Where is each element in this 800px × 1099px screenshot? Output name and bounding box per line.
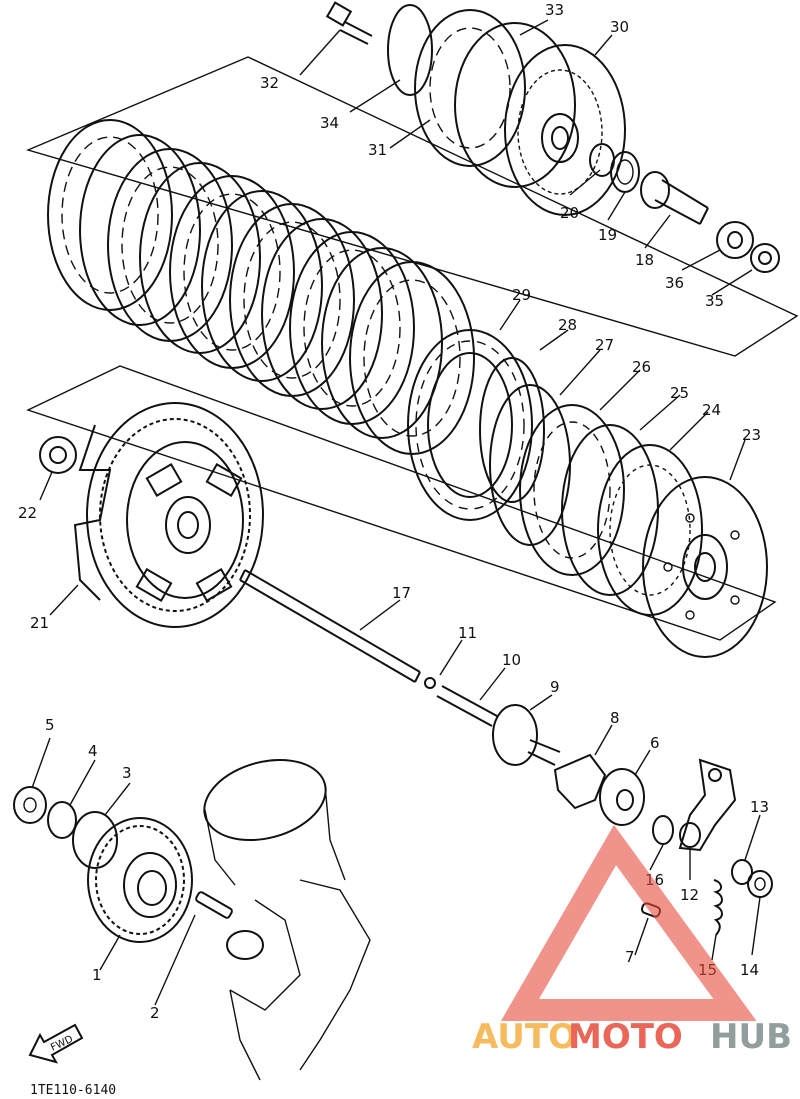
- label-26: 26: [632, 358, 651, 376]
- part-12-push-lever: [678, 758, 737, 852]
- part-36-nut: [716, 221, 754, 259]
- label-7: 7: [625, 948, 635, 966]
- part-22-thrust-washer: [39, 436, 77, 474]
- part-26-plate: [519, 404, 625, 576]
- label-27: 27: [595, 336, 614, 354]
- label-30: 30: [610, 18, 629, 36]
- part-32-bolt: [325, 1, 373, 45]
- automotohub-watermark: AUTO MOTO HUB: [472, 824, 792, 1057]
- part-4-lock-washer: [47, 801, 77, 839]
- part-5-nut: [13, 786, 47, 824]
- label-14: 14: [740, 961, 759, 979]
- label-13: 13: [750, 798, 769, 816]
- label-20: 20: [560, 204, 579, 222]
- part-2-key: [195, 891, 233, 919]
- part-14-nut: [747, 870, 773, 898]
- part-33-ring: [454, 22, 576, 188]
- label-35: 35: [705, 292, 724, 310]
- part-15-spring: [713, 879, 723, 936]
- part-3-washer: [72, 811, 118, 869]
- label-21: 21: [30, 614, 49, 632]
- label-24: 24: [702, 401, 721, 419]
- label-8: 8: [610, 709, 620, 727]
- label-11: 11: [458, 624, 477, 642]
- part-13-washer: [731, 859, 753, 885]
- label-1: 1: [92, 966, 102, 984]
- watermark-part3: HUB: [710, 1017, 792, 1057]
- clutch-plate-stack: [47, 119, 475, 455]
- drawing-code: 1TE110-6140: [30, 1083, 116, 1098]
- part-34-plate: [387, 4, 433, 96]
- watermark-triangle-icon: [500, 824, 757, 1021]
- label-32: 32: [260, 74, 279, 92]
- lower-frame: [26, 365, 777, 641]
- part-21-clutch-housing: [73, 402, 264, 628]
- label-28: 28: [558, 316, 577, 334]
- part-19-bearing: [610, 151, 640, 193]
- part-9-push-lever-axle: [492, 704, 561, 766]
- part-11-ball: [424, 677, 436, 689]
- label-19: 19: [598, 226, 617, 244]
- label-33: 33: [545, 1, 564, 19]
- label-2: 2: [150, 1004, 160, 1022]
- crankshaft-sketch: [203, 758, 371, 1081]
- part-16-collar: [652, 815, 674, 845]
- label-6: 6: [650, 734, 660, 752]
- label-25: 25: [670, 384, 689, 402]
- part-6-oil-seal: [599, 768, 645, 826]
- label-12: 12: [680, 886, 699, 904]
- part-8-plate: [553, 753, 607, 810]
- part-29-friction-plate: [407, 329, 533, 521]
- part-28-plate: [479, 357, 545, 503]
- part-31-plate: [414, 9, 526, 167]
- part-18-push-rod: [640, 171, 709, 225]
- label-17: 17: [392, 584, 411, 602]
- watermark-part2: MOTO: [568, 1017, 683, 1057]
- part-23-pressure-plate: [642, 476, 768, 658]
- label-18: 18: [635, 251, 654, 269]
- part-24-clutch-boss: [597, 444, 703, 616]
- label-5: 5: [45, 716, 55, 734]
- leader-lines: [31, 19, 761, 1006]
- label-34: 34: [320, 114, 339, 132]
- part-1-primary-drive-gear: [87, 817, 193, 943]
- label-23: 23: [742, 426, 761, 444]
- fwd-arrow: FWD: [28, 1023, 84, 1064]
- watermark-part1: AUTO: [472, 1017, 577, 1057]
- label-3: 3: [122, 764, 132, 782]
- label-10: 10: [502, 651, 521, 669]
- upper-frame: [25, 56, 799, 357]
- part-30-pressure-plate: [504, 44, 626, 216]
- label-9: 9: [550, 678, 560, 696]
- label-22: 22: [18, 504, 37, 522]
- part-17-push-rod: [239, 569, 421, 683]
- label-31: 31: [368, 141, 387, 159]
- part-35-lock-washer: [750, 243, 780, 273]
- part-10-push-rod: [436, 685, 498, 727]
- label-29: 29: [512, 286, 531, 304]
- label-4: 4: [88, 742, 98, 760]
- part-labels: 32 34 31 33 30 20 19 18 36 35 29 28 27 2…: [18, 1, 769, 1022]
- label-36: 36: [665, 274, 684, 292]
